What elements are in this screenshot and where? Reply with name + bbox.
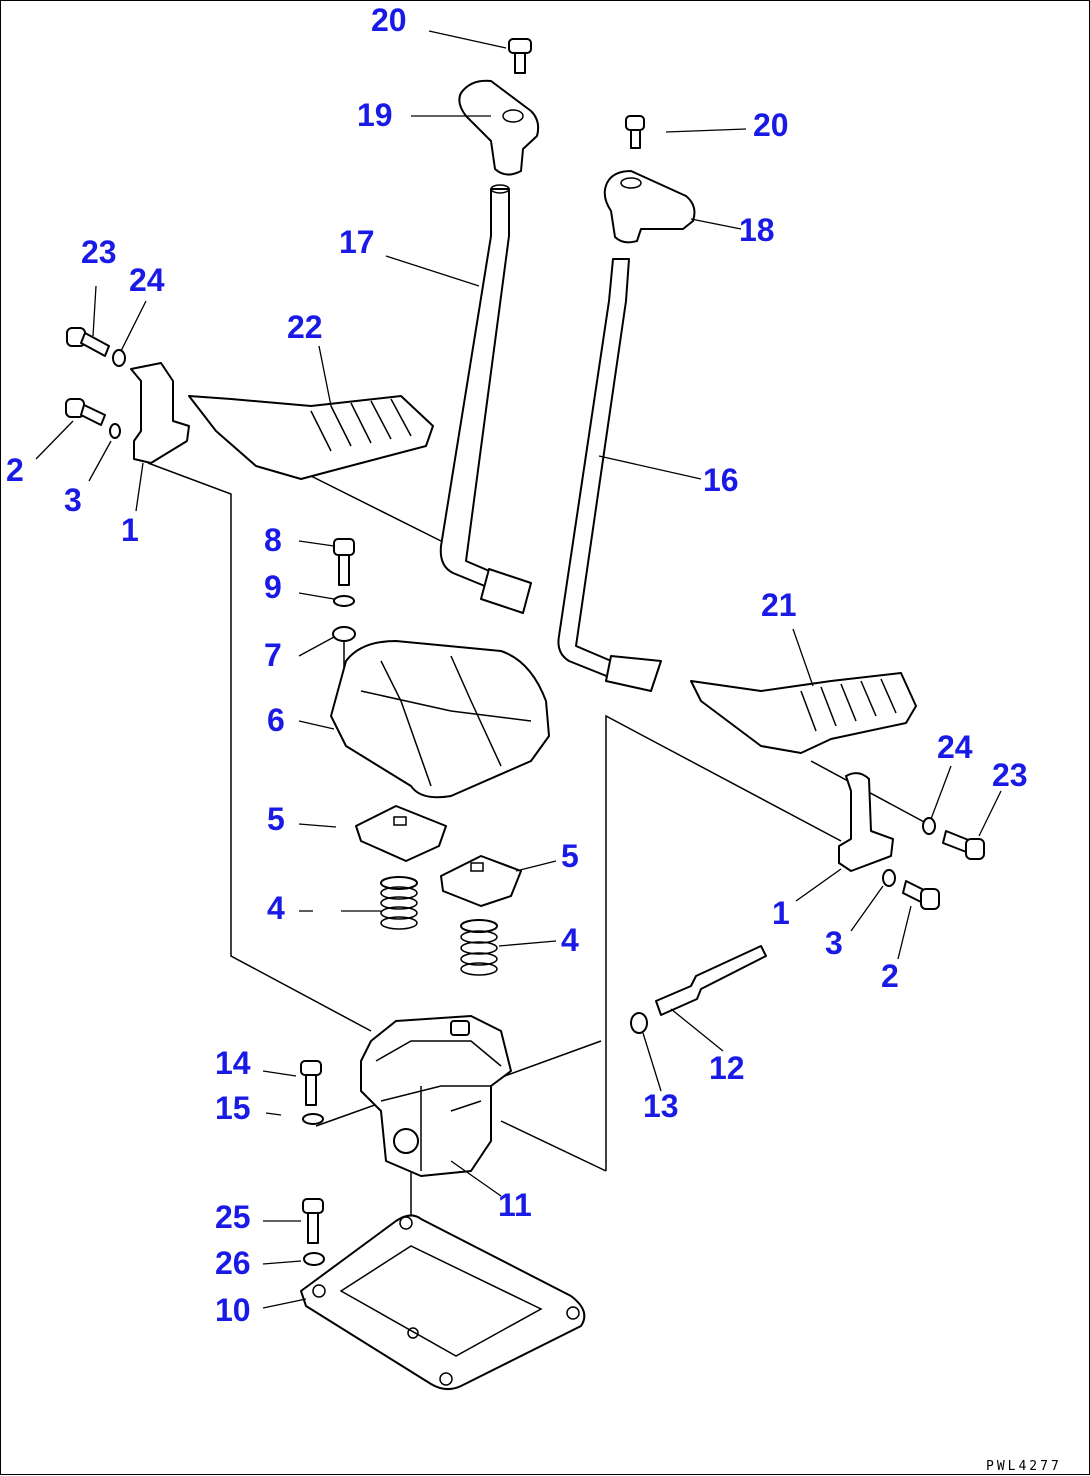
lever-rod-17 [439, 188, 510, 592]
pedal-22 [188, 395, 434, 480]
washer-7 [332, 626, 356, 642]
washer-24-left [112, 349, 126, 367]
callout-25: 25 [215, 1199, 251, 1235]
ring-13 [630, 1012, 648, 1034]
lever-rod-16 [557, 258, 630, 682]
callout-2-left: 2 [6, 452, 24, 488]
callout-23-right: 23 [992, 757, 1028, 793]
callout-8: 8 [264, 522, 282, 558]
callout-3-right: 3 [825, 925, 843, 961]
bolt-25 [302, 1198, 324, 1244]
shaft-12 [655, 945, 767, 1016]
callout-14: 14 [215, 1045, 251, 1081]
callout-20-right: 20 [753, 107, 789, 143]
bolt-23-left [66, 327, 110, 357]
washer-26 [303, 1252, 325, 1266]
valve-body-11-detail [375, 1040, 502, 1171]
callout-13: 13 [643, 1088, 679, 1124]
cover-6 [330, 640, 550, 799]
assembly-line-right-lower [500, 1120, 607, 1172]
callout-11: 11 [498, 1187, 532, 1223]
callout-6: 6 [267, 702, 285, 738]
callout-4-left: 4 [267, 890, 285, 926]
valve-body-11-port [450, 1020, 470, 1036]
washer-24-right [922, 817, 936, 835]
washer-3-right [882, 869, 896, 887]
plate-5-left-slot [393, 816, 407, 826]
drawing-code: PWL4277 [986, 1459, 1062, 1474]
bolt-14 [300, 1060, 322, 1106]
callout-26: 26 [215, 1245, 251, 1281]
base-plate-10 [300, 1214, 586, 1390]
knob-18 [603, 170, 696, 244]
base-plate-10-hole-d [439, 1372, 453, 1386]
bolt-20-top [508, 38, 532, 74]
callout-12: 12 [709, 1050, 745, 1086]
assembly-line-pedal-left [300, 470, 442, 542]
callout-16: 16 [703, 462, 739, 498]
washer-15 [302, 1113, 324, 1125]
callout-4-right: 4 [561, 922, 579, 958]
bolt-20-right [625, 115, 645, 149]
plate-5-left [355, 805, 447, 862]
bolt-2-right [902, 880, 940, 910]
callout-22: 22 [287, 309, 323, 345]
spring-4-right [460, 919, 498, 976]
bolt-2-left [65, 398, 106, 426]
callout-24-left: 24 [129, 262, 165, 298]
assembly-line-right [605, 714, 842, 1171]
base-plate-10-hole-a [399, 1216, 413, 1230]
pedal-21-treads [800, 678, 897, 732]
callout-5-left: 5 [267, 801, 285, 837]
valve-body-11-fitting [393, 1128, 419, 1154]
callout-17: 17 [339, 224, 375, 260]
assembly-line-shaft [490, 1040, 602, 1082]
callout-2-right: 2 [881, 958, 899, 994]
leader-lines [35, 30, 1002, 1309]
rod-16-bracket [605, 655, 662, 692]
rod-17-top [490, 184, 510, 194]
cover-6-ribs [360, 655, 532, 787]
callout-18: 18 [739, 212, 775, 248]
bracket-1-right [838, 772, 894, 872]
base-plate-10-hole-c [566, 1306, 580, 1320]
pedal-22-treads [310, 398, 412, 452]
bolt-23-right [942, 830, 985, 860]
plate-5-right [440, 855, 522, 907]
rod-17-bracket [480, 568, 532, 614]
callout-1-right: 1 [772, 895, 790, 931]
bolt-8 [333, 538, 355, 586]
callout-7: 7 [264, 637, 282, 673]
bracket-1-left [130, 362, 190, 464]
washer-9 [333, 595, 355, 607]
washer-3-left [109, 423, 121, 439]
callout-9: 9 [264, 569, 282, 605]
callout-20-top: 20 [371, 2, 407, 38]
valve-body-11 [360, 1015, 512, 1177]
knob-18-hole [620, 177, 642, 189]
knob-19-hole [502, 109, 524, 123]
base-plate-10-hole-e [407, 1327, 419, 1339]
callout-1-left: 1 [121, 512, 139, 548]
pedal-21 [690, 672, 917, 754]
callout-5-right: 5 [561, 838, 579, 874]
callout-15: 15 [215, 1090, 251, 1126]
spring-4-left [380, 876, 418, 930]
base-plate-10-hole-b [312, 1284, 326, 1298]
callout-10: 10 [215, 1292, 251, 1328]
plate-5-right-slot [470, 862, 484, 872]
callout-23-left: 23 [81, 234, 117, 270]
callout-21: 21 [761, 587, 797, 623]
assembly-line-left [147, 462, 372, 1032]
callout-24-right: 24 [937, 729, 973, 765]
knob-19 [458, 79, 540, 176]
callout-3-left: 3 [64, 482, 82, 518]
callout-19: 19 [357, 97, 393, 133]
